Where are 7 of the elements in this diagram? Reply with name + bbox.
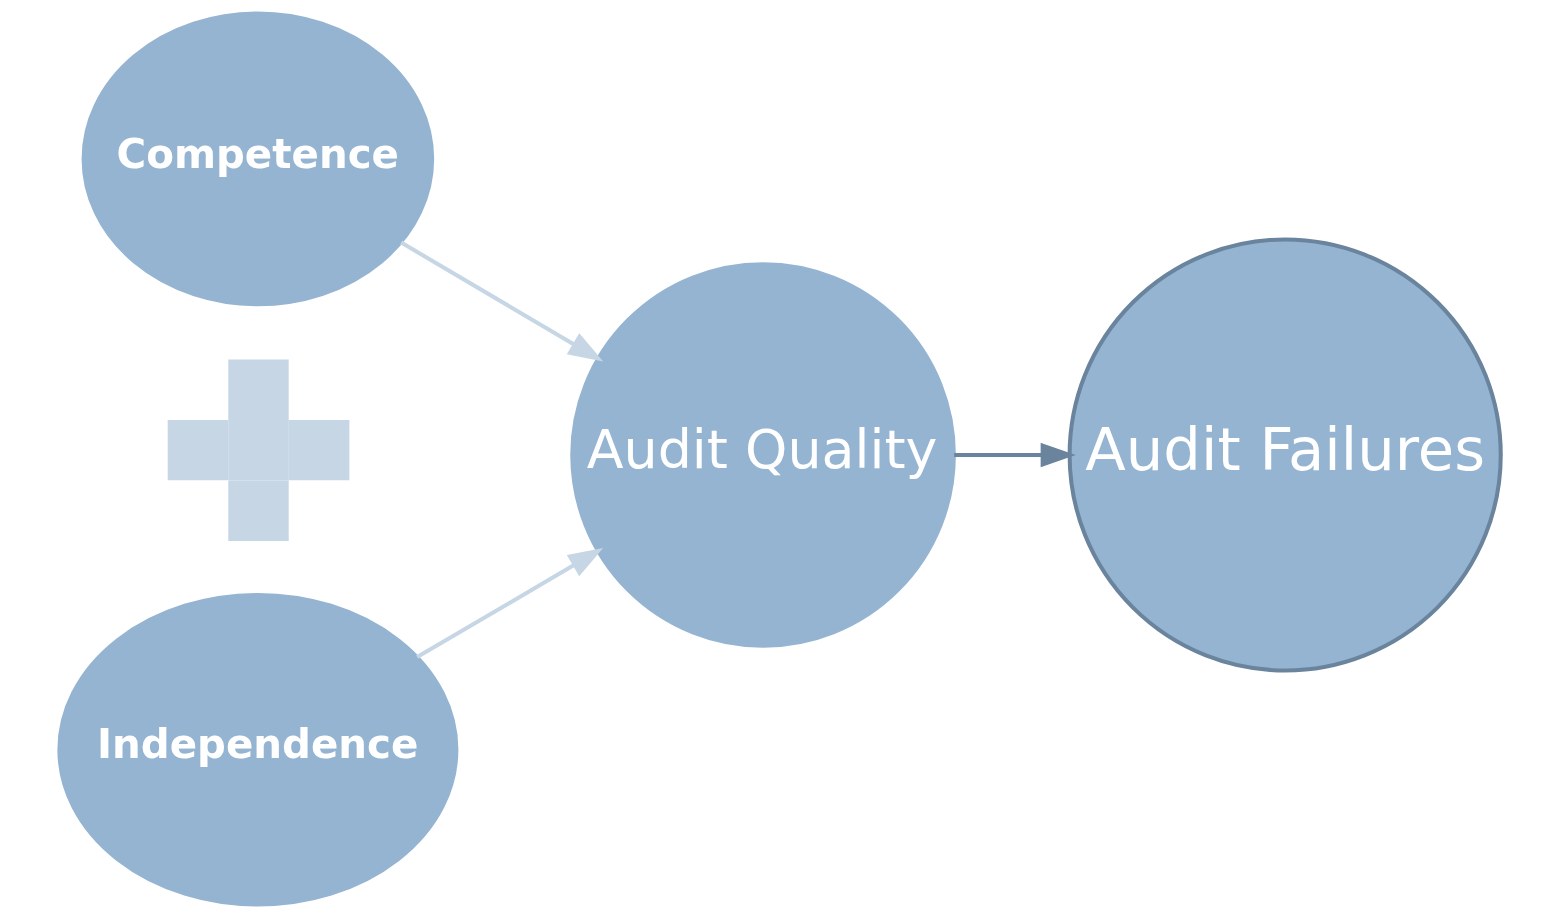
node-ellipse: Independence xyxy=(57,592,459,907)
arrow xyxy=(416,547,604,659)
node-circle: Audit Failures xyxy=(1067,237,1503,673)
arrow xyxy=(954,442,1076,468)
node-ellipse: Competence xyxy=(81,11,435,307)
arrow xyxy=(400,240,604,362)
node-circle: Audit Quality xyxy=(570,262,956,648)
